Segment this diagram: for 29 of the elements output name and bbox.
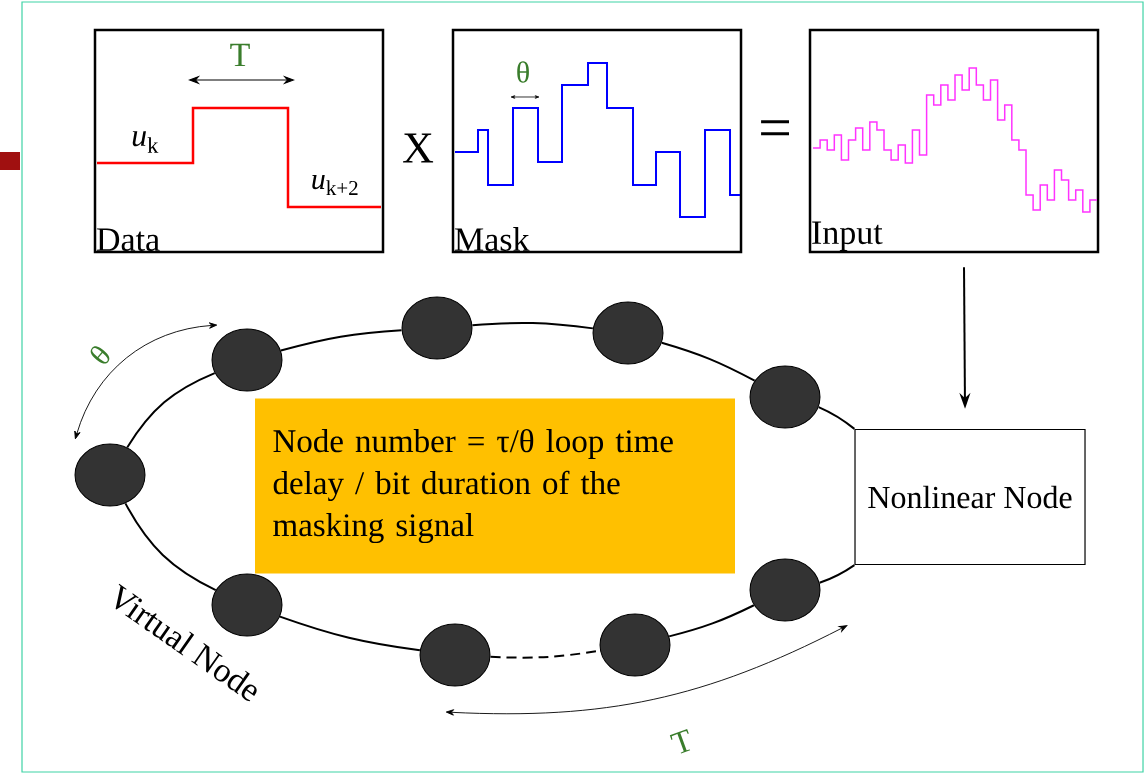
note-box: Node number = τ/θ loop time delay / bit duration of the masking signal [255,398,735,574]
connector [817,406,856,430]
plot-panel: Input [808,28,1100,254]
variable-label: u$_{k}$ [132,131,159,153]
virtual-node-circle [749,365,821,429]
virtual-node-circle [401,296,473,360]
process-box: Nonlinear Node [854,428,1086,566]
symbol-label: θ [90,346,110,364]
operator-label: X [403,133,434,163]
symbol-label: T [669,729,691,754]
connector [668,604,755,638]
virtual-node-circle [749,558,821,622]
connector [660,341,756,382]
virtual-node-circle [419,623,491,687]
connector [278,615,421,652]
connector [279,329,403,352]
symbol-label: θ [517,61,529,83]
connector [471,321,594,330]
symbol-label: T [230,43,250,67]
connector [124,502,217,592]
operator-label: = [761,120,789,136]
virtual-node-circle [592,301,664,365]
virtual-node-circle [74,443,146,507]
virtual-node-circle [599,613,671,677]
variable-label: u$_{k+2}$ [312,175,358,195]
connector [126,372,216,449]
virtual-node-circle [211,328,283,392]
connector [818,564,856,584]
virtual-node-circle [211,573,283,637]
